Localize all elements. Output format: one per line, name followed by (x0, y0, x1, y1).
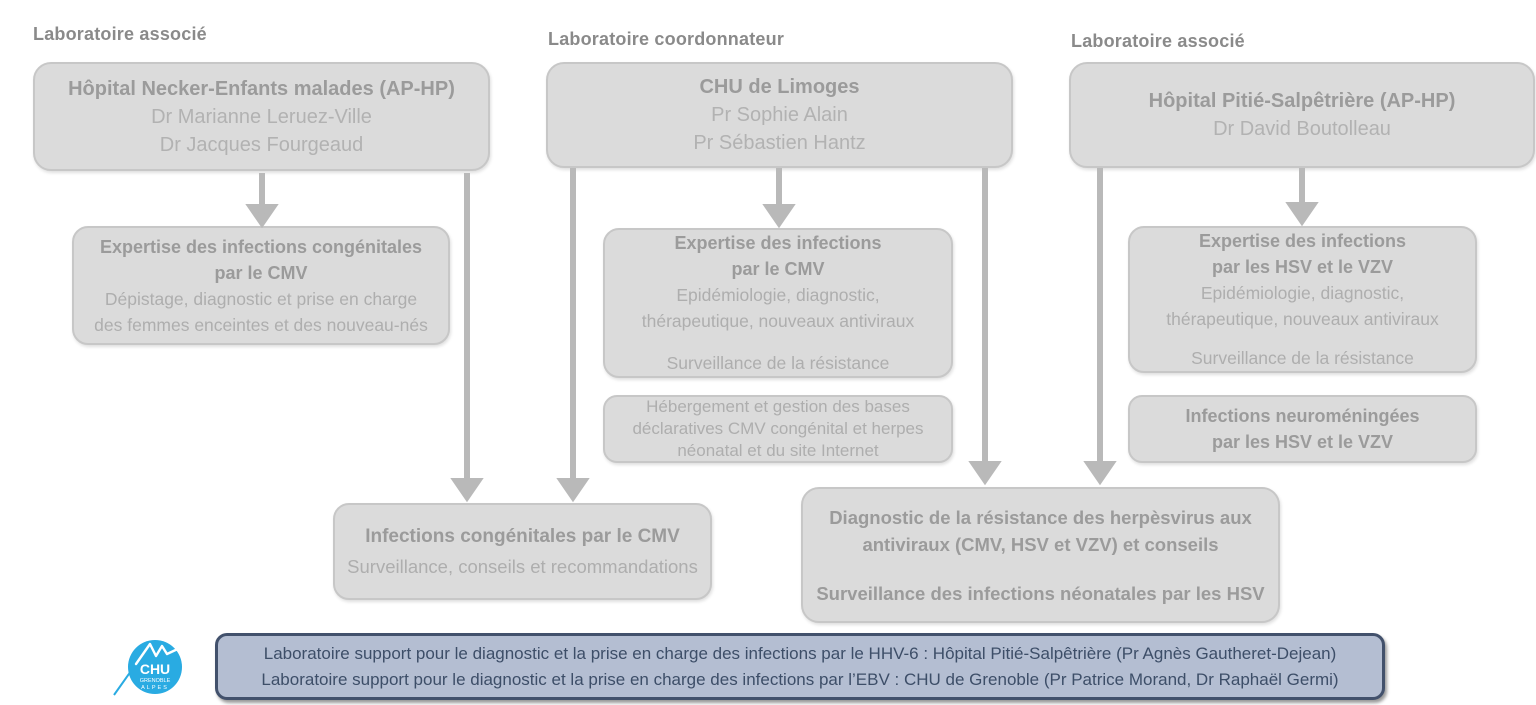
mission-box-cmv-expertise: Expertise des infections par le CMV Epid… (603, 228, 953, 378)
mission-title: Diagnostic de la résistance des herpèsvi… (829, 506, 1252, 528)
mission-footer: Surveillance de la résistance (666, 353, 890, 373)
org-box-limoges: CHU de Limoges Pr Sophie Alain Pr Sébast… (546, 62, 1013, 168)
mission-body: thérapeutique, nouveaux antiviraux (641, 311, 915, 331)
org-box-necker: Hôpital Necker-Enfants malades (AP-HP) D… (33, 62, 490, 171)
mission-title: par le CMV (731, 259, 825, 279)
mission-body: thérapeutique, nouveaux antiviraux (1166, 309, 1439, 329)
mission-title: antiviraux (CMV, HSV et VZV) et conseils (862, 533, 1219, 555)
mission-box-hsv-vzv-expertise: Expertise des infections par les HSV et … (1128, 226, 1477, 373)
column-label-center: Laboratoire coordonnateur (548, 29, 785, 49)
mission-title: Surveillance des infections néonatales p… (816, 582, 1265, 604)
logo-mountain-icon (134, 642, 184, 666)
mission-body: Surveillance, conseils et recommandation… (347, 556, 698, 577)
column-label-right: Laboratoire associé (1071, 31, 1245, 51)
arrowhead-icon (968, 461, 1002, 486)
mission-title: Infections congénitales par le CMV (365, 526, 680, 547)
mission-body: Dépistage, diagnostic et prise en charge (104, 288, 418, 309)
mission-body: déclaratives CMV congénital et herpes (632, 419, 924, 438)
mission-title: Expertise des infections congénitales (99, 236, 423, 257)
org-member: Dr Jacques Fourgeaud (159, 133, 364, 156)
mission-title: Expertise des infections (1198, 231, 1407, 251)
mission-title: par les HSV et le VZV (1211, 432, 1394, 452)
org-name: Hôpital Necker-Enfants malades (AP-HP) (68, 77, 455, 100)
mission-body: Epidémiologie, diagnostic, (676, 285, 880, 305)
mission-body: néonatal et du site Internet (677, 441, 879, 460)
arrowhead-icon (762, 204, 796, 229)
logo-region: ALPES (141, 685, 169, 691)
org-member: Dr David Boutolleau (1213, 118, 1391, 140)
mission-title: par les HSV et le VZV (1211, 257, 1394, 277)
org-member: Pr Sébastien Hantz (693, 132, 866, 154)
org-member: Dr Marianne Leruez-Ville (151, 105, 372, 128)
mission-box-neuro-infections: Infections neuroméningées par les HSV et… (1128, 395, 1477, 463)
mission-body: des femmes enceintes et des nouveau-nés (94, 314, 428, 335)
support-banner-line: Laboratoire support pour le diagnostic e… (263, 643, 1337, 663)
mission-box-cmv-congenital-expertise: Expertise des infections congénitales pa… (72, 226, 450, 345)
mission-box-resistance-diagnostic: Diagnostic de la résistance des herpèsvi… (801, 487, 1280, 623)
org-box-pitie-salpetriere: Hôpital Pitié-Salpêtrière (AP-HP) Dr Dav… (1069, 62, 1535, 168)
arrowhead-icon (1083, 461, 1117, 486)
mission-title: Expertise des infections (674, 233, 882, 253)
mission-box-data-hosting: Hébergement et gestion des bases déclara… (603, 395, 953, 463)
logo-city: GRENOBLE (140, 678, 171, 684)
mission-body: Epidémiologie, diagnostic, (1200, 283, 1405, 303)
support-banner-line: Laboratoire support pour le diagnostic e… (261, 669, 1339, 689)
arrowhead-icon (450, 478, 484, 503)
mission-box-cmv-congenital-surveillance: Infections congénitales par le CMV Surve… (333, 503, 712, 600)
arrowhead-icon (245, 204, 279, 229)
org-member: Pr Sophie Alain (711, 104, 848, 126)
mission-title: par le CMV (214, 262, 308, 283)
org-name: Hôpital Pitié-Salpêtrière (AP-HP) (1148, 90, 1456, 112)
support-laboratories-banner: Laboratoire support pour le diagnostic e… (215, 633, 1385, 700)
column-label-left: Laboratoire associé (33, 24, 207, 44)
arrowhead-icon (556, 478, 590, 503)
mission-footer: Surveillance de la résistance (1191, 348, 1414, 368)
arrowhead-icon (1285, 202, 1319, 227)
mission-title: Infections neuroméningées (1185, 406, 1420, 426)
org-name: CHU de Limoges (699, 76, 860, 98)
logo-acronym: CHU (140, 661, 170, 677)
chu-grenoble-alpes-logo: CHU GRENOBLE ALPES (110, 634, 195, 700)
mission-body: Hébergement et gestion des bases (646, 397, 910, 416)
